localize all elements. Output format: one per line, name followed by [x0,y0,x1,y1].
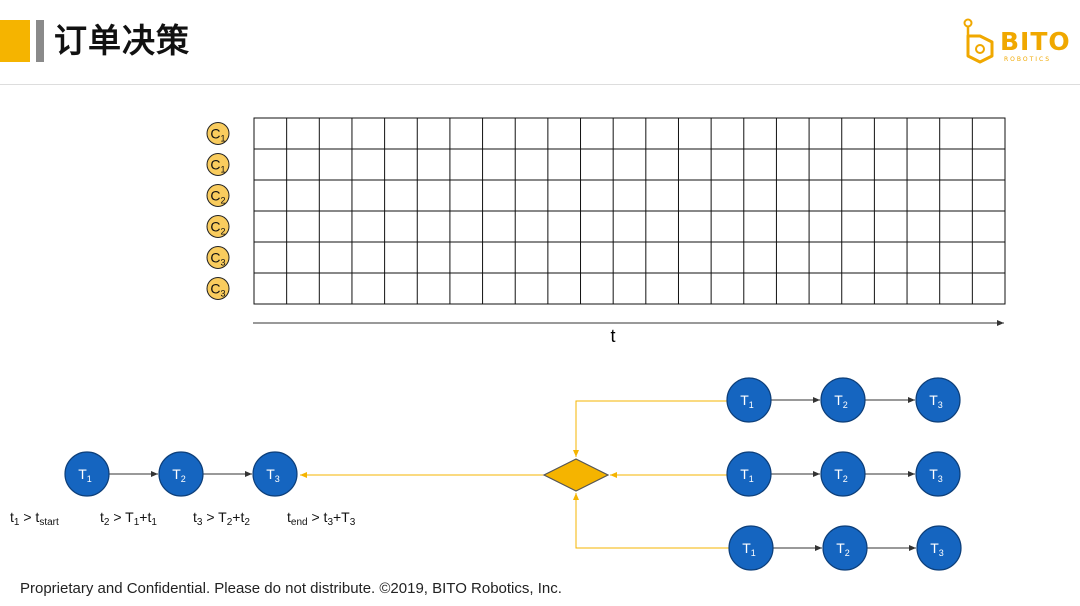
row-label-text: C2 [210,188,225,206]
row-label-circle [206,215,230,238]
task-node-circle [728,525,774,571]
page-title: 订单决策 [54,21,190,60]
header-accent-block [0,20,30,62]
footer-disclaimer: Proprietary and Confidential. Please do … [20,580,562,597]
row-label: C2 [206,184,230,207]
constraint-2: t2 > T1+t1 [100,509,157,528]
time-axis: t [253,320,1004,346]
task-node-label: T2 [834,392,848,410]
row-label-circle [206,246,230,269]
row-label-circle [206,153,230,176]
task-node-circle [820,451,866,497]
header-accent-bar [36,20,44,62]
option-chain-bottom-node: T1 [728,525,774,571]
row-label-circle [206,184,230,207]
option-chain-middle-node: T1 [726,451,772,497]
task-node-label: T1 [740,392,754,410]
task-node-circle [820,377,866,423]
task-node-label: T1 [78,466,92,484]
left-chain-node: T2 [158,451,204,497]
task-node-circle [915,377,961,423]
row-label-text: C1 [210,126,225,144]
row-label-circle [206,122,230,145]
robot-arm-icon [963,18,994,64]
row-label-text: C3 [210,250,225,268]
task-node-circle [915,451,961,497]
left-chain-node: T3 [252,451,298,497]
task-node-circle [158,451,204,497]
task-node-label: T3 [929,466,943,484]
task-node-label: T1 [740,466,754,484]
row-label-circle [206,277,230,300]
constraint-1: t1 > tstart [10,509,59,528]
option-chain-top-node: T3 [915,377,961,423]
task-node-label: T2 [836,540,850,558]
schedule-grid [253,117,1006,305]
option-chain-top-node: T2 [820,377,866,423]
row-label-text: C1 [210,157,225,175]
time-axis-label: t [610,326,615,346]
decision-diamond [542,458,610,492]
option-chain-bottom-node: T3 [916,525,962,571]
task-node-circle [916,525,962,571]
task-node-label: T2 [834,466,848,484]
task-node-circle [822,525,868,571]
option-chain-bottom-node: T2 [822,525,868,571]
task-node-circle [252,451,298,497]
option-chain-middle-node: T2 [820,451,866,497]
row-label: C2 [206,215,230,238]
option-chain-top-node: T1 [726,377,772,423]
row-label-text: C2 [210,219,225,237]
header-divider [0,84,1080,85]
task-node-circle [726,451,772,497]
logo-wordmark: BITO [1000,27,1071,56]
bottom-option-arrow [573,493,729,549]
left-chain-node: T1 [64,451,110,497]
row-label: C1 [206,153,230,176]
logo-subtitle: ROBOTICS [1004,56,1052,63]
task-node-label: T3 [929,392,943,410]
row-label: C3 [206,246,230,269]
constraint-3: t3 > T2+t2 [193,509,250,528]
constraint-4: tend > t3+T3 [287,509,356,528]
bito-logo: BITO ROBOTICS [960,16,1070,68]
row-label: C3 [206,277,230,300]
task-node-circle [64,451,110,497]
row-label: C1 [206,122,230,145]
task-node-label: T2 [172,466,186,484]
row-label-text: C3 [210,281,225,299]
flow-connectors [300,400,729,549]
task-node-label: T3 [930,540,944,558]
task-node-label: T3 [266,466,280,484]
option-chain-middle-node: T3 [915,451,961,497]
top-option-arrow [573,400,727,457]
task-node-circle [726,377,772,423]
task-node-label: T1 [742,540,756,558]
